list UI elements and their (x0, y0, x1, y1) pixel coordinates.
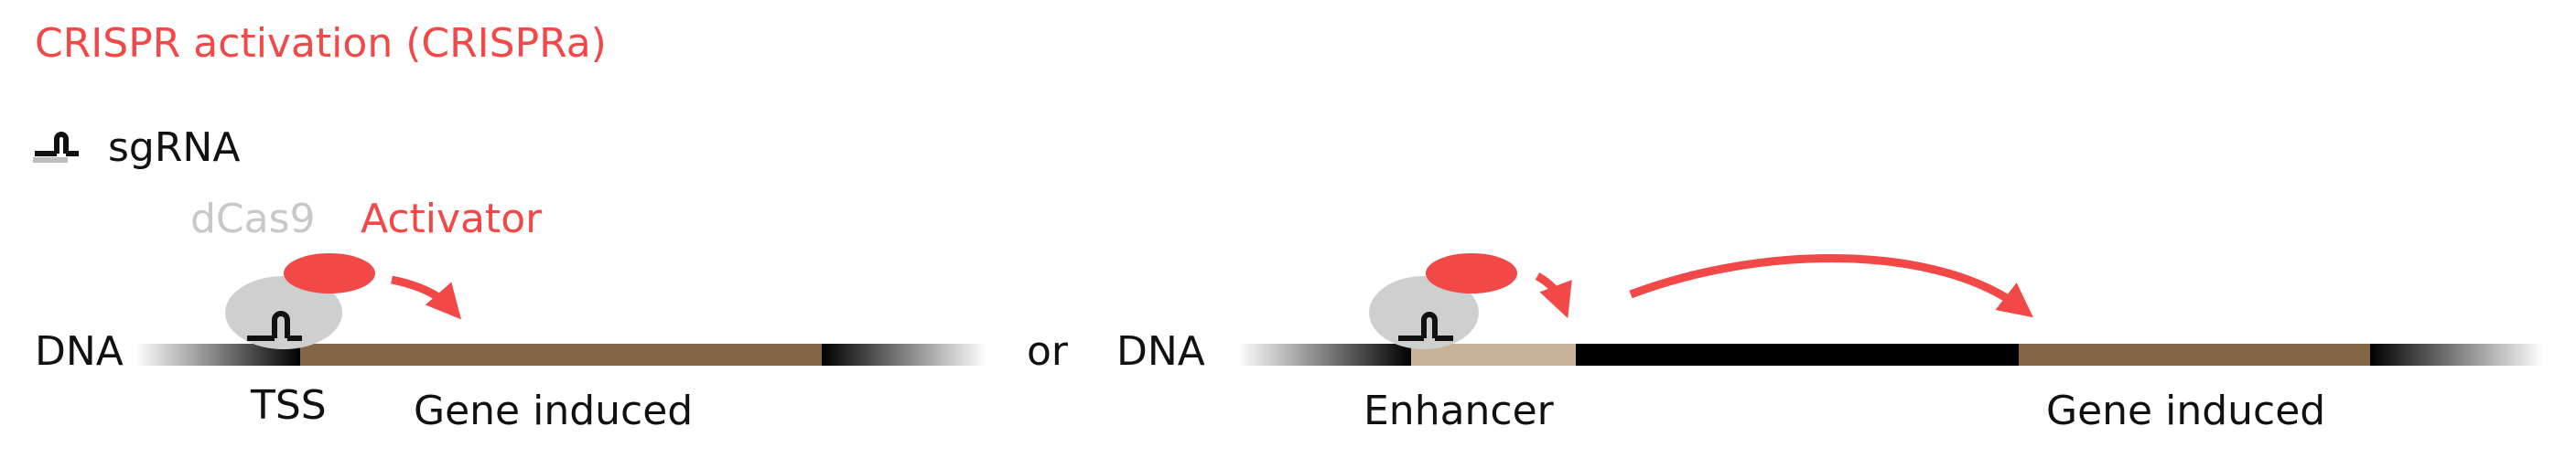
sgrna-icon-bound-left (247, 311, 302, 341)
dcas9-protein-right (1369, 276, 1479, 349)
activation-arrow-right-long (1629, 254, 2033, 318)
dna-label-right: DNA (1116, 328, 1205, 375)
intervening-dna (1576, 344, 2019, 366)
activator-protein-left (284, 253, 375, 293)
dna-strand-left (135, 344, 986, 366)
dna-label-left: DNA (35, 328, 124, 375)
tss-label: TSS (250, 382, 327, 429)
gene-label-right: Gene induced (2046, 388, 2325, 434)
sgrna-legend: sgRNA (33, 124, 240, 171)
or-separator: or (1027, 328, 1069, 375)
activator-label: Activator (361, 196, 543, 242)
sgrna-icon (33, 132, 79, 163)
diagram-title: CRISPR activation (CRISPRa) (35, 20, 607, 67)
enhancer-label: Enhancer (1363, 388, 1555, 434)
dcas9-label: dCas9 (190, 196, 316, 242)
gene-region-left (300, 344, 822, 366)
activator-protein-right (1426, 253, 1517, 293)
gene-label-left: Gene induced (414, 388, 693, 434)
left-panel: dCas9 Activator DNA TSS Gene induced (35, 196, 986, 434)
right-panel: DNA Enhancer Gene induced (1116, 253, 2544, 434)
gene-region-right (2019, 344, 2370, 366)
dna-strand-right (1237, 344, 2544, 366)
activation-arrow-right-short (1535, 272, 1572, 319)
activation-arrow-left (391, 275, 461, 320)
sgrna-icon-bound-right (1398, 312, 1453, 341)
sgrna-label: sgRNA (108, 124, 240, 171)
